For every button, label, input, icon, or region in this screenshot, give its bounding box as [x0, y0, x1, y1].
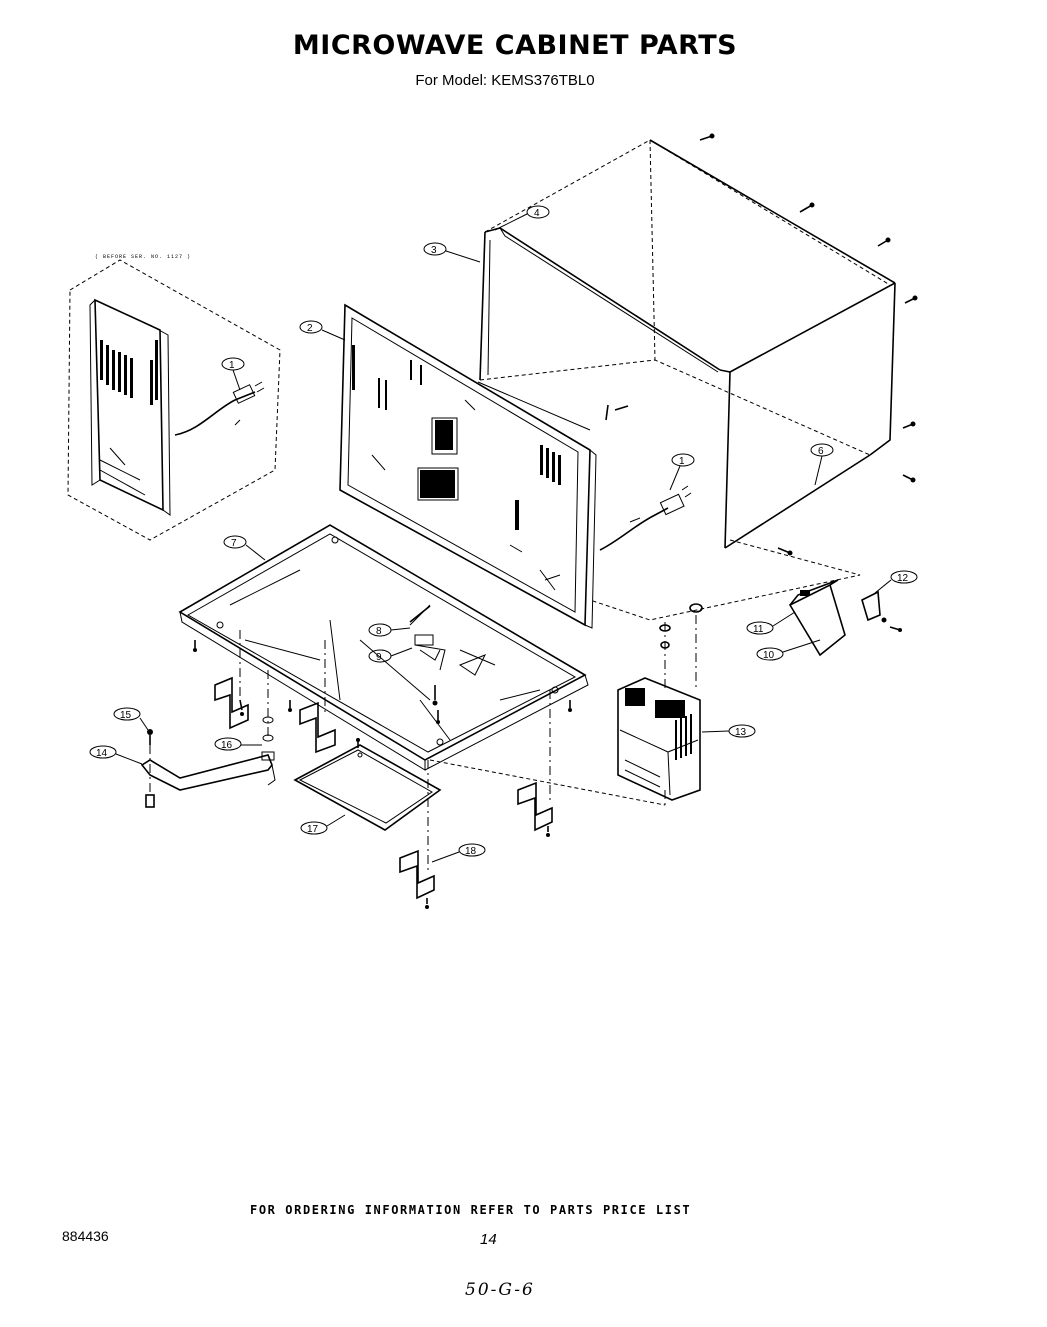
callout-1: 1: [679, 456, 685, 467]
transformer-block: [429, 603, 703, 806]
base-plate: [178, 524, 589, 771]
control-bracket: [788, 579, 902, 657]
callout-4: 4: [534, 208, 540, 219]
callout-1-inset: 1: [229, 360, 235, 371]
inset-note: ( BEFORE SER. NO. 1127 ): [95, 254, 191, 260]
back-panel: [339, 303, 629, 629]
document-number: 884436: [62, 1228, 109, 1244]
callout-9: 9: [376, 652, 382, 663]
feet-brackets: [214, 630, 553, 909]
callout-17: 17: [307, 824, 319, 835]
page-number: 14: [480, 1231, 497, 1248]
callout-8: 8: [376, 626, 382, 637]
callout-10: 10: [763, 650, 775, 661]
callout-6: 6: [818, 446, 824, 457]
callout-13: 13: [735, 727, 747, 738]
callout-7: 7: [231, 538, 237, 549]
callout-18: 18: [465, 846, 477, 857]
cabinet-wrapper: [477, 133, 918, 621]
callout-2: 2: [307, 323, 313, 334]
handwritten-note: 50-G-6: [465, 1280, 535, 1300]
callout-11: 11: [753, 624, 764, 635]
callouts: 1 1 2 3 4 6 7 8 9 10: [89, 205, 918, 863]
power-cord: [599, 485, 692, 551]
inset-before-serial: ( BEFORE SER. NO. 1127 ): [67, 254, 281, 541]
callout-16: 16: [221, 740, 233, 751]
callout-15: 15: [120, 710, 132, 721]
foot-bar: [140, 729, 276, 808]
model-subtitle: For Model: KEMS376TBL0: [415, 72, 595, 89]
callout-12: 12: [897, 573, 909, 584]
switch-parts: [409, 605, 441, 724]
ordering-note: FOR ORDERING INFORMATION REFER TO PARTS …: [250, 1203, 692, 1217]
callout-14: 14: [96, 748, 108, 759]
callout-3: 3: [431, 245, 437, 256]
page-title: MICROWAVE CABINET PARTS: [292, 30, 738, 61]
cover-plate: [293, 738, 442, 831]
